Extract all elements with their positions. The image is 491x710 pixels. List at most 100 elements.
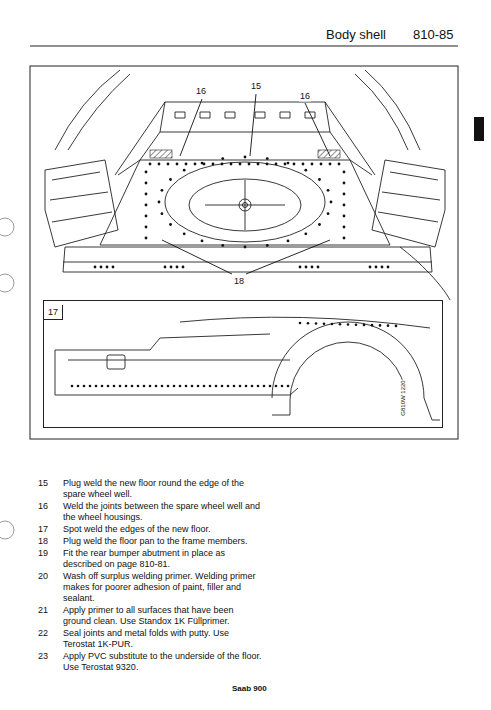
floor-side-illustration [55, 350, 56, 395]
callout-number: 16 [195, 86, 207, 97]
weld-dots [371, 324, 374, 327]
weld-dots [244, 156, 247, 159]
trunk-illustration [115, 102, 165, 175]
weld-dots [155, 385, 158, 388]
step-number: 16 [38, 501, 58, 512]
trunk-illustration [325, 102, 375, 175]
weld-dots [269, 385, 272, 388]
weld-dots [112, 266, 115, 269]
floor-side-illustration [107, 355, 125, 369]
step-number: 17 [38, 524, 58, 535]
weld-dots [299, 266, 302, 269]
weld-dots [275, 385, 278, 388]
weld-dots [363, 324, 366, 327]
trunk-illustration [55, 70, 120, 150]
weld-dots [230, 163, 233, 166]
weld-dots [185, 163, 188, 166]
weld-dots [343, 226, 346, 229]
weld-dots [221, 157, 224, 160]
weld-dots [379, 324, 382, 327]
weld-dots [100, 266, 103, 269]
callout-number: 15 [250, 81, 262, 92]
weld-dots [381, 266, 384, 269]
step-text: Weld the joints between the spare wheel … [63, 501, 263, 523]
weld-dots [221, 163, 224, 166]
weld-dots [179, 385, 182, 388]
weld-dots [257, 163, 260, 166]
step-number: 23 [38, 651, 58, 662]
trunk-illustration [189, 179, 301, 231]
weld-dots [343, 171, 346, 174]
weld-dots [299, 322, 302, 325]
weld-dots [307, 322, 310, 325]
weld-dots [347, 323, 350, 326]
weld-dots [329, 163, 332, 166]
floor-side-illustration [290, 342, 406, 400]
weld-dots [327, 189, 330, 192]
weld-dots [94, 266, 97, 269]
weld-dots [339, 323, 342, 326]
step-text: Spot weld the edges of the new floor. [63, 524, 263, 535]
step-text: Seal joints and metal folds with putty. … [63, 628, 263, 650]
weld-dots [323, 322, 326, 325]
weld-dots [169, 223, 172, 226]
weld-dots [71, 322, 398, 388]
weld-dots [158, 201, 161, 204]
weld-dots [164, 266, 167, 269]
weld-dots [318, 223, 321, 226]
weld-dots [305, 266, 308, 269]
trunk-illustration [45, 160, 118, 247]
weld-dots [158, 163, 161, 166]
step-text: Apply PVC substitute to the underside of… [63, 651, 263, 673]
trunk-illustration [400, 247, 450, 300]
section-tab [474, 117, 484, 141]
floor-side-illustration [424, 398, 440, 420]
weld-dots [221, 385, 224, 388]
inset-frame: 17 [43, 300, 443, 428]
weld-dots [343, 215, 346, 218]
binder-holes [0, 274, 14, 292]
weld-dots [161, 385, 164, 388]
weld-dots [315, 322, 318, 325]
step-number: 19 [38, 548, 58, 559]
step-number: 22 [38, 628, 58, 639]
trunk-illustration [165, 162, 325, 242]
weld-dots [170, 266, 173, 269]
step-text: Plug weld the new floor round the edge o… [63, 478, 263, 500]
weld-dots [197, 385, 200, 388]
weld-dots [182, 266, 185, 269]
weld-dots [149, 385, 152, 388]
weld-dots [284, 163, 287, 166]
weld-dots [201, 240, 204, 243]
weld-dots [161, 189, 164, 192]
section-tab [474, 117, 484, 141]
step-text: Apply primer to all surfaces that have b… [63, 605, 263, 627]
weld-dots [395, 325, 398, 328]
trunk-illustration [372, 160, 445, 247]
page-number: 810-85 [413, 28, 453, 42]
weld-dots [338, 163, 341, 166]
callout-number: 18 [233, 276, 245, 287]
step-number: 18 [38, 536, 58, 547]
weld-dots [251, 385, 254, 388]
weld-dots [355, 323, 358, 326]
trunk-illustration [160, 102, 330, 132]
weld-dots [287, 162, 290, 165]
weld-dots [302, 163, 305, 166]
weld-dots [387, 266, 390, 269]
trunk-illustration [100, 160, 390, 245]
weld-dots [107, 385, 110, 388]
weld-dots [89, 385, 92, 388]
step-number: 15 [38, 478, 58, 489]
trunk-illustration [378, 172, 440, 222]
weld-dots [343, 204, 346, 207]
binder-holes [0, 218, 14, 236]
weld-dots [266, 157, 269, 160]
weld-dots [387, 324, 390, 327]
weld-dots [311, 163, 314, 166]
weld-dots [203, 385, 206, 388]
weld-hatching [150, 150, 172, 158]
floor-side-illustration [180, 317, 430, 328]
